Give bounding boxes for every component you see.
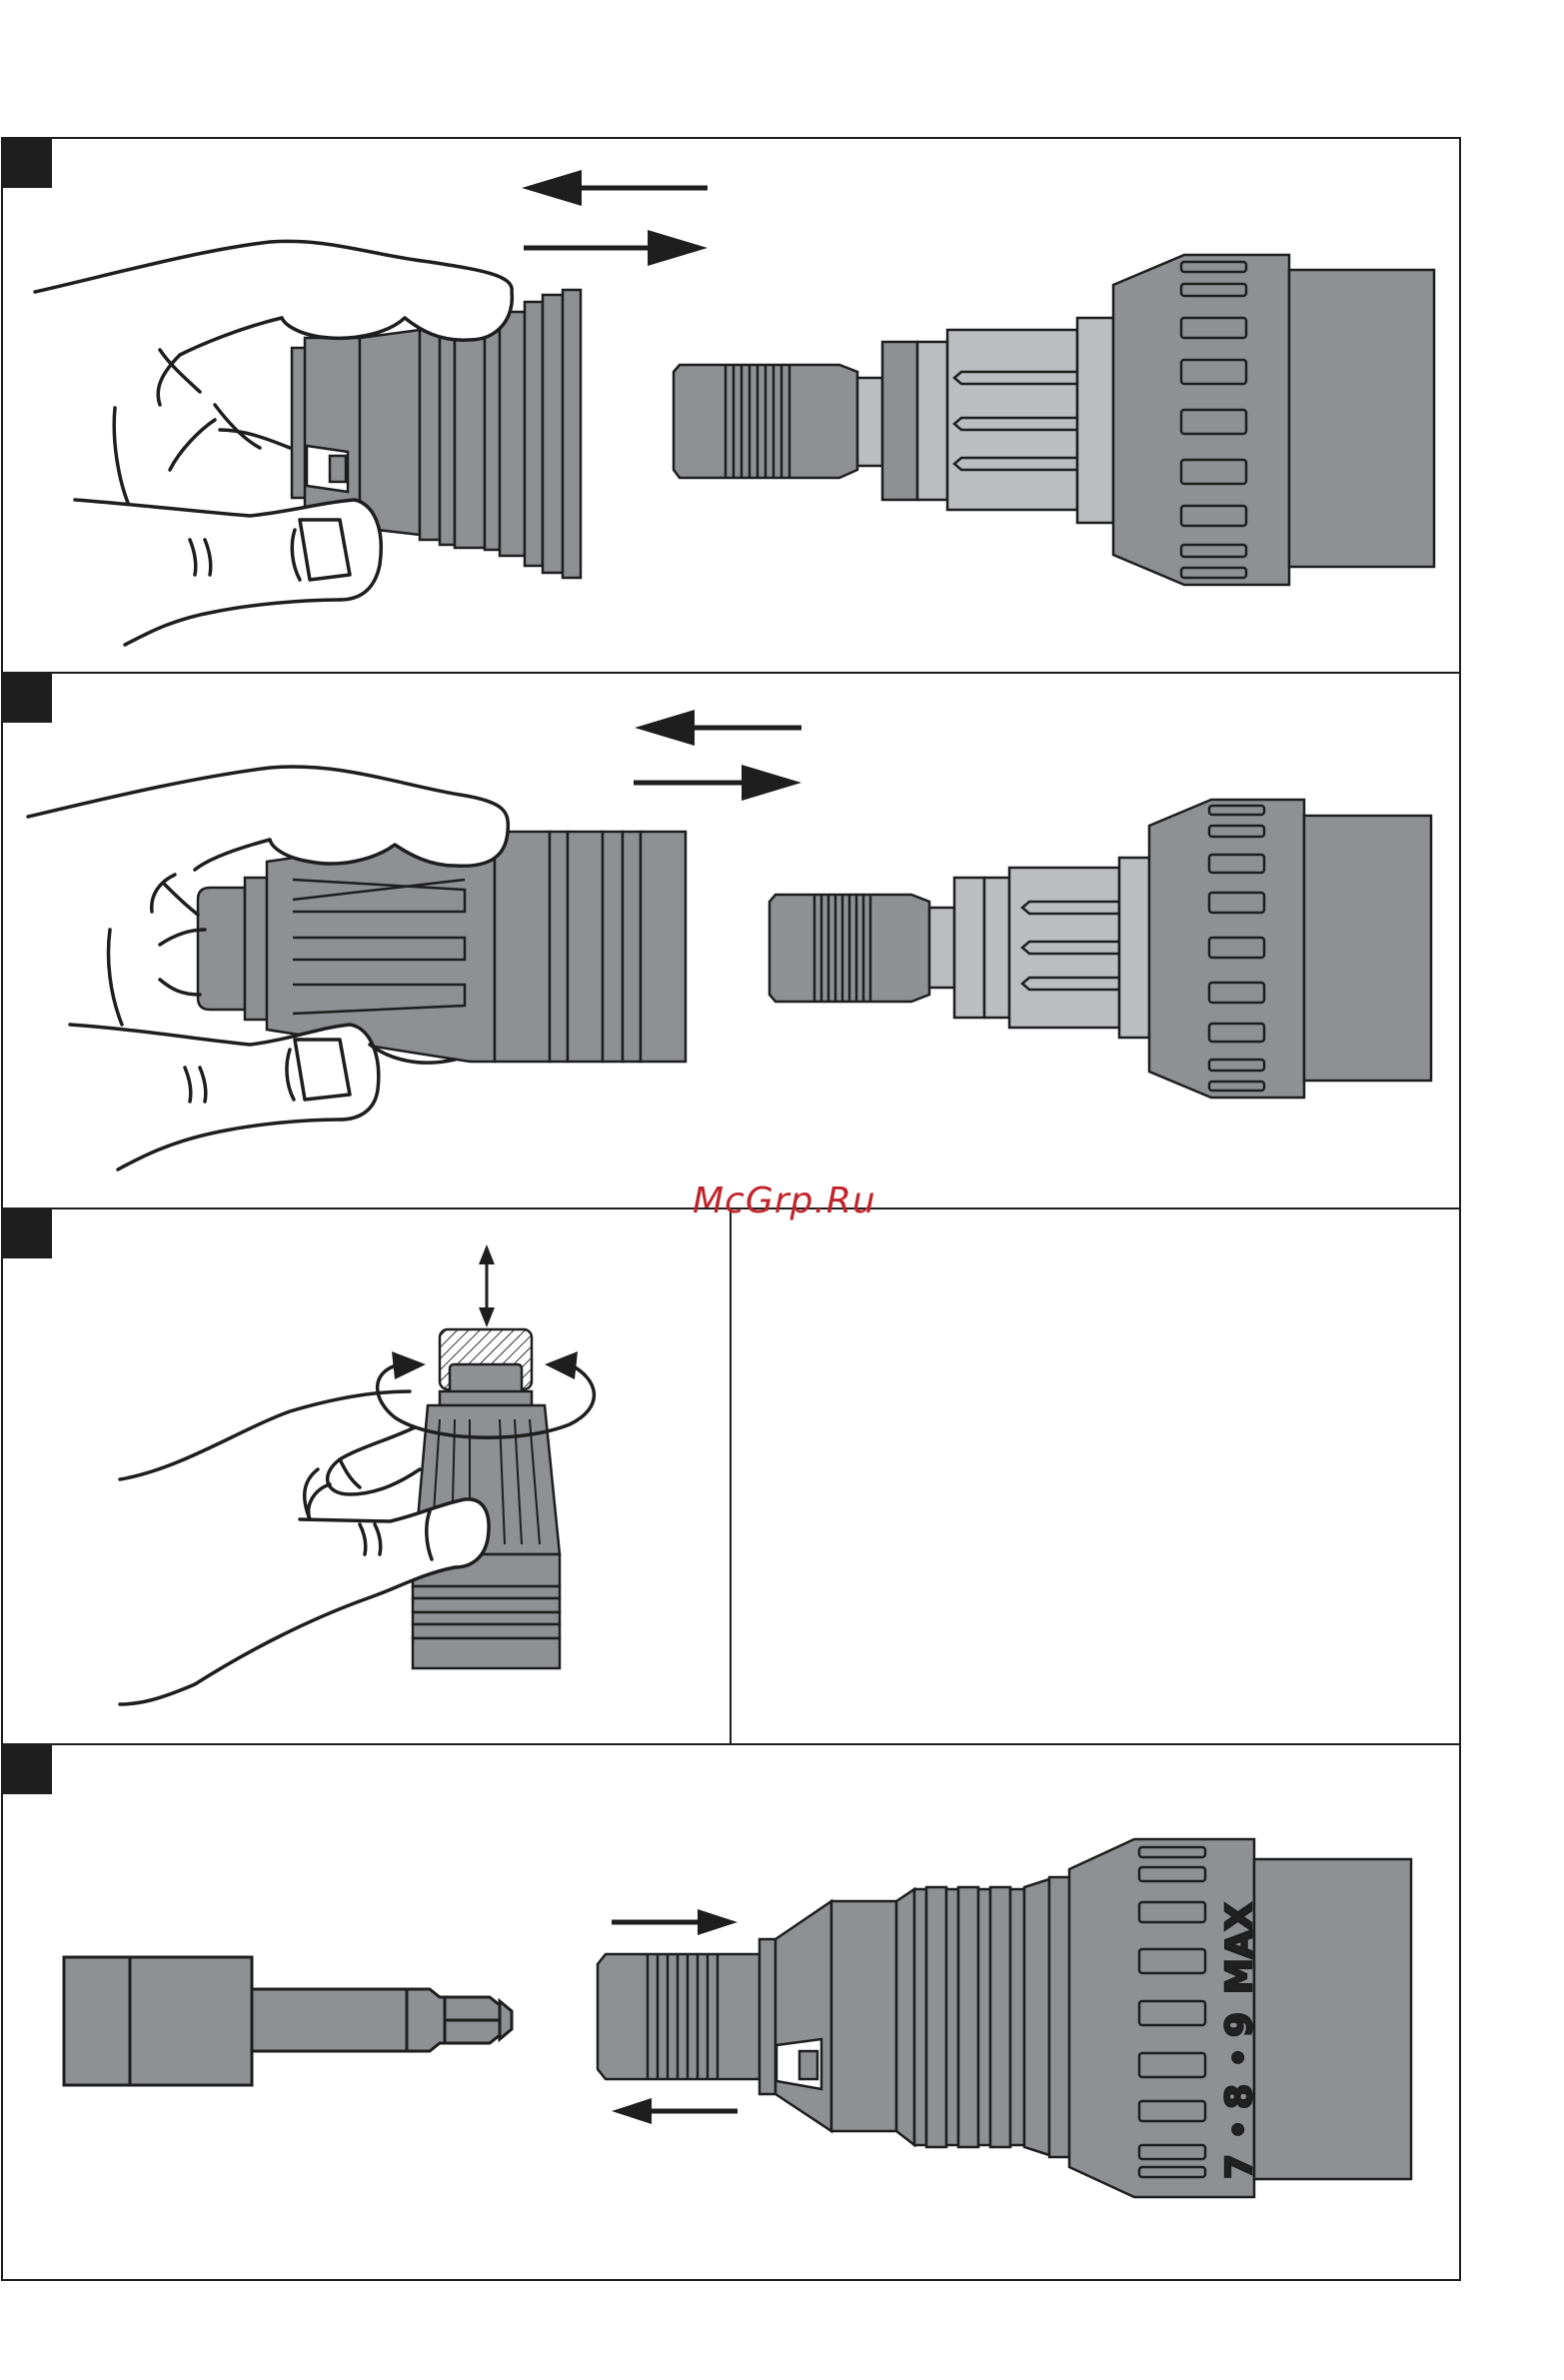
collar-number-9: 9 [1219, 2012, 1260, 2037]
collar-max-label: MAX [1219, 1902, 1260, 1994]
double-arrow-icon [522, 170, 708, 266]
collar-dot-2: • [1222, 2048, 1257, 2067]
panel-4-marker [2, 1744, 52, 1794]
panel-number-markers [2, 138, 52, 1794]
screwdriver-bit-icon [64, 1957, 512, 2085]
drill-spindle-icon [770, 800, 1431, 1098]
chuck-rotate-icon [413, 1329, 560, 1668]
panel-2-marker [2, 673, 52, 723]
panel-2 [28, 710, 1431, 1170]
watermark-text: McGrp.Ru [693, 1181, 876, 1221]
vertical-arrow-icon [479, 1244, 495, 1327]
panel-1-marker [2, 138, 52, 188]
collar-number-7: 7 [1219, 2154, 1260, 2179]
bit-holder-icon [598, 1877, 1069, 2157]
torque-collar-icon: 7 • 8 • 9 MAX [1069, 1839, 1411, 2197]
panel-3 [120, 1244, 594, 1704]
drill-spindle-icon [674, 255, 1434, 585]
collar-dot-1: • [1222, 2120, 1257, 2139]
collar-number-8: 8 [1219, 2084, 1260, 2109]
panel-1 [35, 170, 1434, 645]
panel-4: 7 • 8 • 9 MAX [64, 1839, 1411, 2197]
double-arrow-icon [634, 710, 801, 801]
panel-3-marker [2, 1208, 52, 1258]
